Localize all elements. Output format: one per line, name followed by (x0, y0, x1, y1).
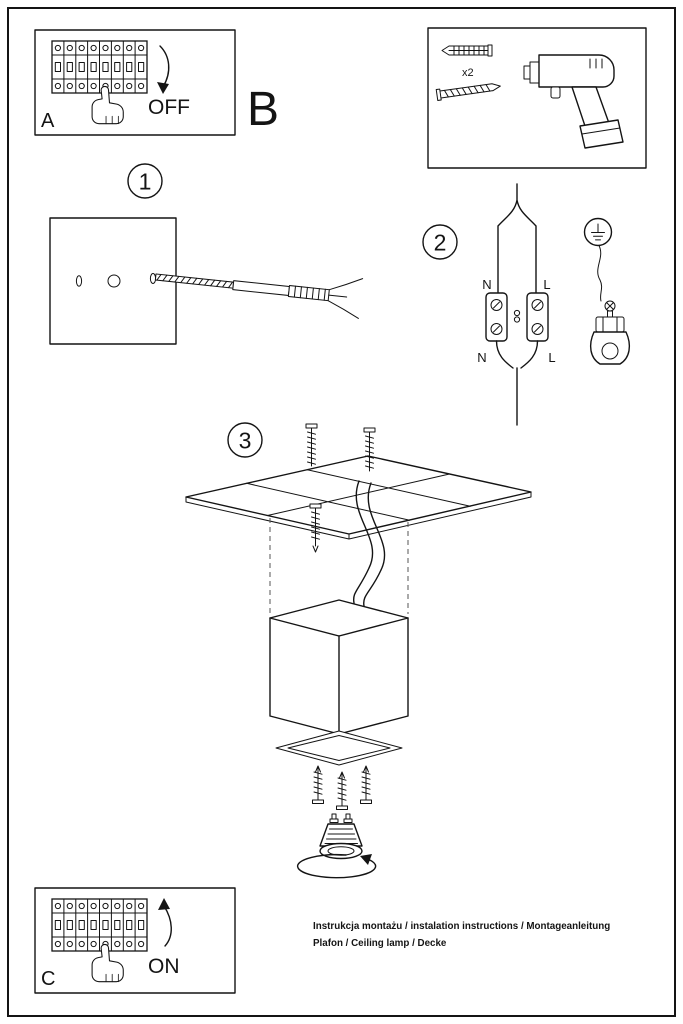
supply-wires (497, 183, 537, 294)
label-n-bottom: N (477, 350, 486, 365)
panel-c-label: C (41, 968, 55, 990)
step-2-badge (422, 224, 458, 260)
frame-screw-3 (360, 765, 372, 804)
footer-line-1: Instrukcja montażu / instalation instruc… (313, 921, 610, 932)
step-1: 1 (49, 163, 364, 345)
earth-symbol-icon (591, 223, 605, 241)
breaker-strip-icon (51, 40, 148, 94)
switch-down-arrow-icon (157, 45, 170, 94)
step-2-number: 2 (434, 229, 447, 255)
section-b-label: B (247, 83, 279, 136)
step-3-badge (227, 422, 263, 458)
ceiling-plate (185, 455, 532, 540)
frame-screw-1 (312, 765, 324, 804)
switch-up-arrow-icon (158, 898, 172, 947)
footer-line-2: Plafon / Ceiling lamp / Decke (313, 938, 447, 949)
breaker-strip-icon (51, 898, 148, 952)
step-1-number: 1 (139, 168, 152, 194)
alignment-guides (269, 518, 409, 614)
frame-screw-2 (336, 771, 348, 810)
twist-rotation-arrow-icon (296, 853, 377, 879)
bottom-frame (275, 730, 403, 766)
panel-c: ON C (34, 887, 236, 994)
lamp-body-cube (269, 599, 409, 735)
label-n-top: N (482, 277, 491, 292)
earth-terminal (583, 217, 631, 365)
page-border (7, 7, 676, 1017)
screw-icon (435, 83, 501, 101)
power-wire-1 (352, 480, 374, 604)
step-2: 2 N L N L (422, 183, 631, 426)
wall-plug-icon (441, 44, 493, 57)
earth-wire (597, 245, 603, 302)
bit-shank (232, 280, 290, 296)
wall-hole-center (107, 274, 121, 288)
anchor-wings (327, 278, 364, 319)
drill-icon (523, 54, 624, 149)
gu10-bulb-icon (319, 813, 363, 860)
wall-hole-right (149, 273, 157, 284)
mounting-screw-2 (363, 427, 376, 472)
off-label: OFF (148, 96, 190, 119)
step-1-badge (127, 163, 163, 199)
label-l-bottom: L (548, 350, 555, 365)
panel-b: x2 (427, 27, 647, 169)
panel-a: OFF A (34, 29, 236, 136)
terminal-block (485, 292, 549, 342)
label-l-top: L (543, 277, 550, 292)
on-label: ON (148, 955, 180, 978)
step-3: 3 (185, 422, 532, 879)
mounting-screw-1 (305, 423, 318, 467)
lamp-wires (495, 340, 539, 426)
panel-a-label: A (41, 110, 55, 132)
plug-count-label: x2 (462, 67, 474, 79)
earth-connector (589, 300, 631, 365)
wall-hole-left (75, 275, 83, 287)
power-wire-2 (363, 482, 386, 607)
drill-bit-and-anchor (154, 273, 364, 319)
hanging-screw (309, 503, 322, 553)
step-3-number: 3 (239, 427, 252, 453)
